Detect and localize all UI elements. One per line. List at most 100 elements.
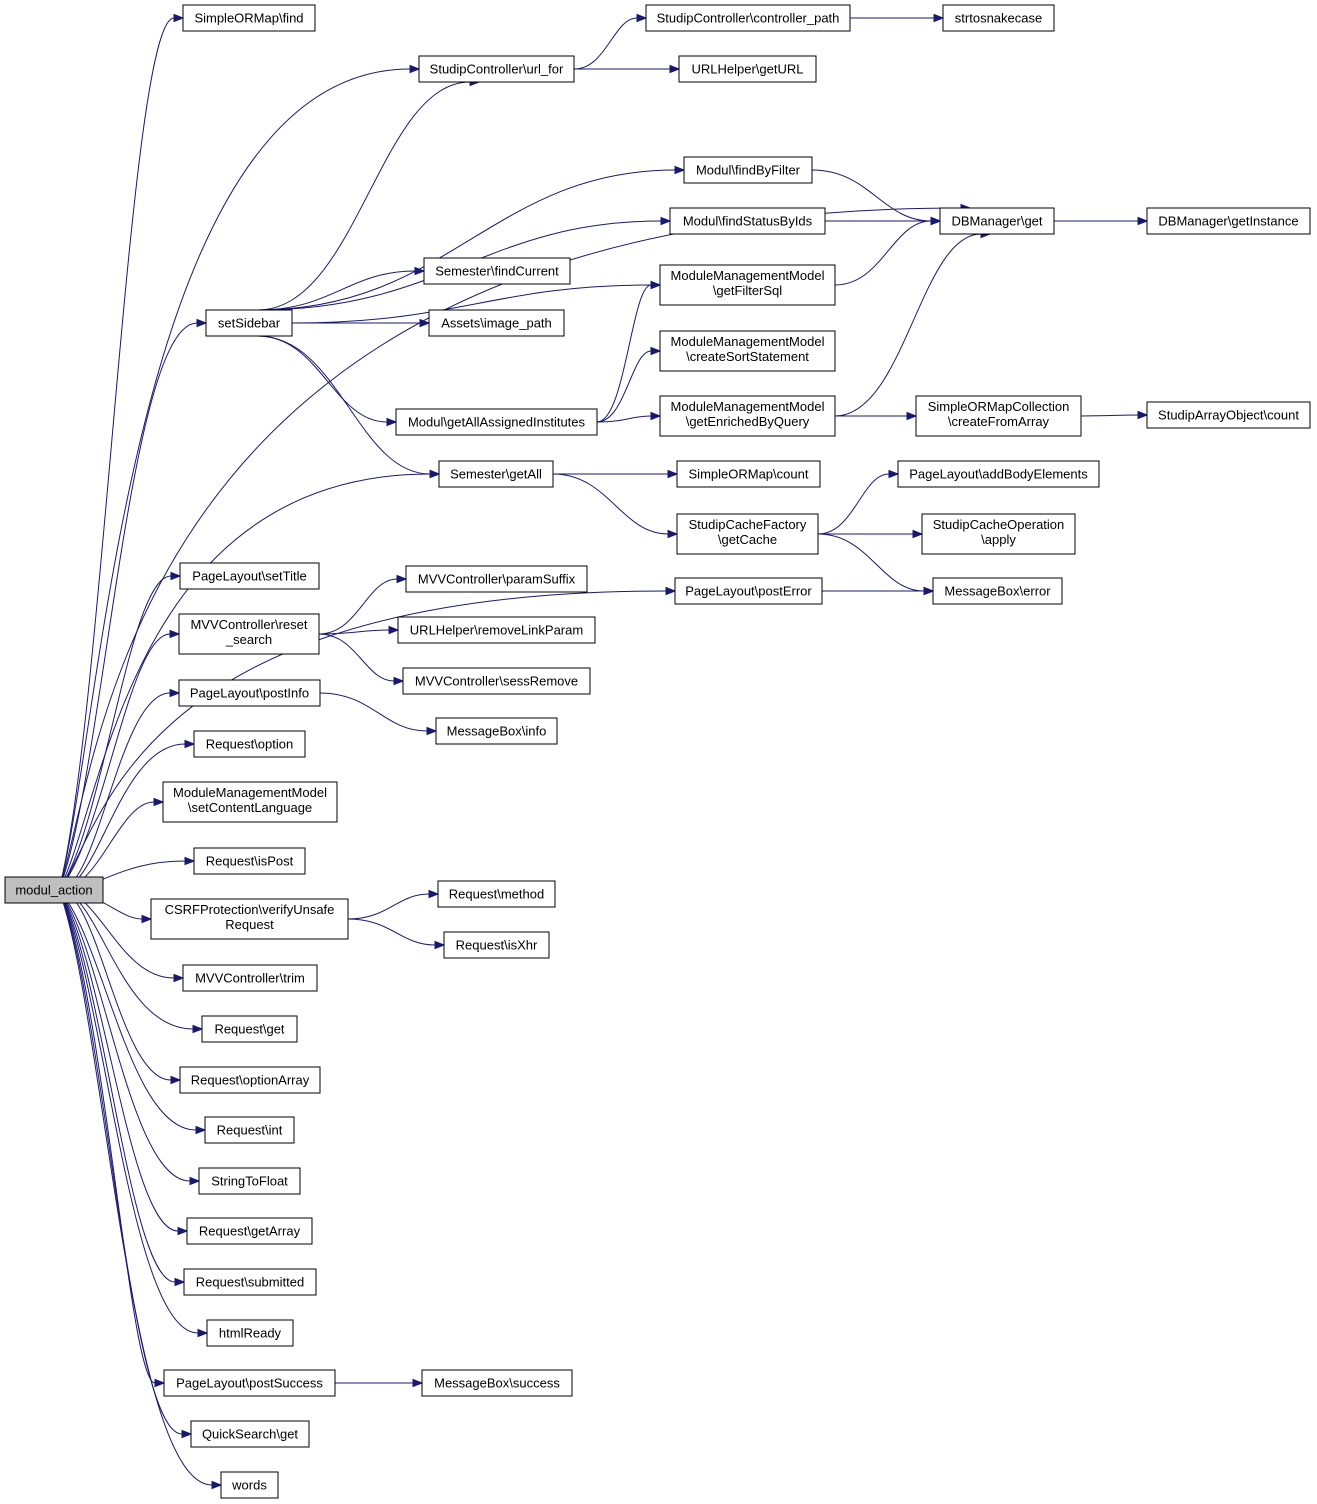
node-isXhr[interactable]: Request\isXhr [443,931,550,959]
edge-line [318,633,395,682]
node-postError[interactable]: PageLayout\postError [674,577,823,605]
node-find[interactable]: SimpleORMap\find [182,4,316,32]
node-isPost[interactable]: Request\isPost [193,847,306,875]
node-modul_action[interactable]: modul_action [4,876,104,904]
node-box [397,616,596,644]
node-removeLinkParam[interactable]: URLHelper\removeLinkParam [397,616,596,644]
node-postInfo[interactable]: PageLayout\postInfo [178,679,321,707]
node-setTitle[interactable]: PageLayout\setTitle [179,562,320,590]
arrowhead-icon [665,586,677,596]
node-sao_count[interactable]: StudipArrayObject\count [1146,401,1311,429]
node-semGetAll[interactable]: Semester\getAll [438,460,554,488]
node-createSortStatement[interactable]: ModuleManagementModel\createSortStatemen… [659,330,836,372]
node-req_get[interactable]: Request\get [201,1015,298,1043]
node-label: Request [225,917,274,932]
node-box [178,679,321,707]
node-method[interactable]: Request\method [437,880,556,908]
node-apply[interactable]: StudipCacheOperation\apply [921,513,1076,555]
node-addBodyElements[interactable]: PageLayout\addBodyElements [897,460,1100,488]
edge-line [817,533,925,592]
node-box [915,395,1082,437]
arrowhead-icon [409,64,421,74]
arrowhead-icon [393,676,405,686]
node-box [932,577,1063,605]
edge-postSuccess-to-mb_success [335,1378,424,1388]
node-findCurrent[interactable]: Semester\findCurrent [423,257,571,285]
arrowhead-icon [636,13,648,23]
node-strtosnakecase[interactable]: strtosnakecase [942,4,1055,32]
node-url_for[interactable]: StudipController\url_for [418,55,575,83]
edge-url_for-to-controller_path [573,13,648,70]
node-req_int[interactable]: Request\int [204,1116,295,1144]
arrowhead-icon [674,165,686,175]
node-label: MessageBox\success [434,1376,560,1391]
arrowhead-icon [426,726,438,736]
node-postSuccess[interactable]: PageLayout\postSuccess [163,1369,336,1397]
edge-line [58,889,176,1283]
edge-line [58,889,179,1232]
arrowhead-icon [434,940,446,950]
arrowhead-icon [141,914,153,924]
node-box [182,4,316,32]
edge-getCache-to-mb_error [817,533,935,596]
node-getCache[interactable]: StudipCacheFactory\getCache [676,513,819,555]
node-label: Request\submitted [196,1275,304,1290]
node-findByFilter[interactable]: Modul\findByFilter [683,156,813,184]
node-optionArray[interactable]: Request\optionArray [179,1066,321,1094]
node-label: Semester\findCurrent [435,264,559,279]
node-getEnrichedByQuery[interactable]: ModuleManagementModel\getEnrichedByQuery [659,395,836,437]
node-sessRemove[interactable]: MVVController\sessRemove [402,667,591,695]
node-reset_search[interactable]: MVVController\reset_search [178,613,320,655]
node-box [438,460,554,488]
edge-line [58,590,667,891]
node-label: htmlReady [219,1326,282,1341]
node-box [659,395,836,437]
node-htmlReady[interactable]: htmlReady [206,1319,294,1347]
node-StringToFloat[interactable]: StringToFloat [198,1167,301,1195]
edge-line [58,889,213,1486]
node-controller_path[interactable]: StudipController\controller_path [645,4,851,32]
edge-line [1080,414,1139,417]
node-mb_error[interactable]: MessageBox\error [932,577,1063,605]
arrowhead-icon [169,688,181,698]
node-option[interactable]: Request\option [193,730,306,758]
node-image_path[interactable]: Assets\image_path [428,309,565,337]
node-getFilterSql[interactable]: ModuleManagementModel\getFilterSql [659,264,836,306]
node-setSidebar[interactable]: setSidebar [205,309,293,337]
arrowhead-icon [660,216,672,226]
arrowhead-icon [170,1075,182,1085]
node-box [201,1015,298,1043]
node-label: Modul\getAllAssignedInstitutes [408,415,586,430]
node-box [674,577,823,605]
node-label: MVVController\sessRemove [415,674,578,689]
edge-setSidebar-to-semGetAll [257,335,441,479]
node-getAllAssignedInstitutes[interactable]: Modul\getAllAssignedInstitutes [395,408,598,436]
edge-controller_path-to-strtosnakecase [850,13,945,23]
node-submitted[interactable]: Request\submitted [183,1268,317,1296]
node-som_count[interactable]: SimpleORMap\count [676,460,821,488]
edge-getAllAssignedInstitutes-to-createSortStatement [596,346,662,423]
node-findStatusByIds[interactable]: Modul\findStatusByIds [669,207,826,235]
node-mb_info[interactable]: MessageBox\info [435,717,558,745]
node-setContentLanguage[interactable]: ModuleManagementModel\setContentLanguage [162,781,338,823]
node-createFromArray[interactable]: SimpleORMapCollection\createFromArray [915,395,1082,437]
arrowhead-icon [173,13,185,23]
node-dbget[interactable]: DBManager\get [939,207,1055,235]
node-trim[interactable]: MVVController\trim [182,964,318,992]
node-getURL[interactable]: URLHelper\getURL [678,55,817,83]
node-label: Modul\findStatusByIds [683,214,813,229]
node-words[interactable]: words [220,1471,279,1499]
node-mb_success[interactable]: MessageBox\success [421,1369,573,1397]
edge-modul_action-to-postSuccess [58,889,166,1388]
node-box [395,408,598,436]
node-label: Request\get [214,1022,284,1037]
node-label: StudipController\url_for [430,62,564,77]
node-getInstance[interactable]: DBManager\getInstance [1146,207,1311,235]
node-getArray[interactable]: Request\getArray [186,1217,313,1245]
node-label: strtosnakecase [955,11,1042,26]
node-qs_get[interactable]: QuickSearch\get [190,1420,310,1448]
edge-line [58,68,411,891]
node-paramSuffix[interactable]: MVVController\paramSuffix [405,565,588,593]
node-label: SimpleORMapCollection [928,399,1070,414]
